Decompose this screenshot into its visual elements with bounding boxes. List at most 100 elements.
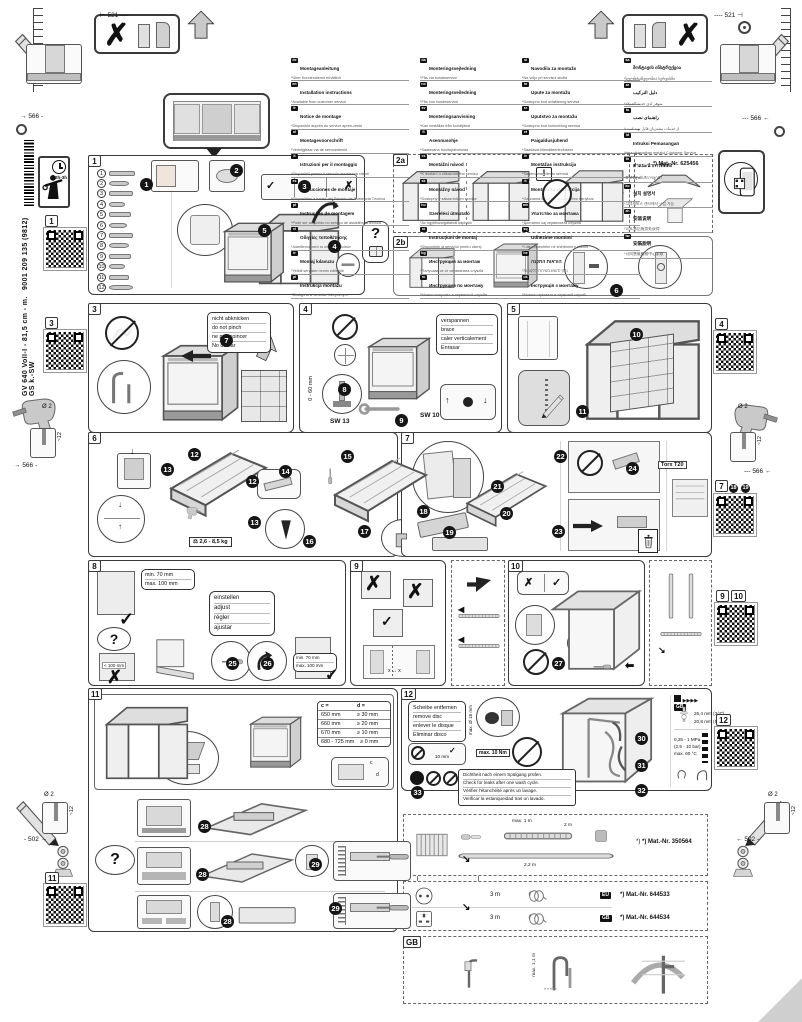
language-flag: nl: [291, 130, 298, 136]
qr-step-marker: 18: [729, 484, 738, 493]
level-adjust-inset: ↑ ↓: [440, 384, 496, 420]
step-5-label: 5: [507, 303, 520, 315]
language-entry: srUputstvo za montažu*Dostupno kod koris…: [522, 105, 640, 130]
language-flag: es: [291, 178, 298, 184]
qr-label-4: 4: [715, 318, 728, 330]
language-entry: ltMontavimo instrukcija*Gaunama iš klien…: [522, 178, 640, 203]
ruler-right: [781, 8, 791, 92]
language-entry: ruИнструкция по монтажу*Можно получить в…: [420, 275, 538, 299]
step1-detail-a: [151, 160, 199, 192]
step-marker: 26: [261, 657, 274, 670]
drill-diameter: Ø 2: [768, 792, 778, 798]
drill-diameter: Ø 2: [42, 404, 52, 410]
standpipe-drain-icon: [464, 959, 478, 988]
dw-plinth-side-illustration: [245, 703, 303, 787]
step-marker: 4: [328, 240, 341, 253]
open-door-illustration: [156, 639, 194, 680]
door-bad-sketch: < 100 mm: [99, 653, 135, 681]
arrow-up-icon: [186, 8, 216, 42]
language-entry: nlMontagevoorschrift*Verkrijgbaar via de…: [291, 130, 409, 154]
pilot-hole-sketch: [30, 428, 56, 458]
language-entry: idIntruksi Pemasangan*bisa didapatkan me…: [624, 133, 712, 157]
plinth-variant-b: [137, 847, 191, 885]
screw-in-detail: [265, 509, 305, 549]
language-flag: lv: [522, 154, 529, 160]
step-marker: 29: [309, 858, 322, 871]
step-2b-box: 2b: [393, 236, 713, 296]
arrow-up-icon: [586, 8, 616, 42]
pilot-hole-sketch: [730, 432, 756, 462]
door-ok-sketch: [97, 571, 135, 615]
power-cord-box: 3 m EU *) Mat.-Nr. 644533 3 m GB *) Mat.…: [403, 881, 708, 931]
hose-size-1: 26,4 mm (3/4"): [694, 711, 725, 716]
step-marker: 25: [226, 657, 239, 670]
language-flag: el: [291, 226, 298, 232]
language-entry: skMontážny návod*Dostupný v zákazníckom …: [420, 178, 538, 203]
language-entry: kaმონტაჟის ინსტრუქცია*ხელმისაწვდომია სერ…: [624, 57, 712, 83]
dim-521-right: ---- 521 ⊣: [714, 12, 743, 19]
dim-521-left: ⊢ 521 ----: [100, 12, 129, 19]
panel-top-inset: ↓: [117, 446, 151, 489]
torque-label: max. 10 Nm: [476, 749, 510, 757]
parts-row: 11: [97, 272, 167, 282]
radiator-icon: [412, 827, 452, 863]
wrench-size-10: SW 10: [420, 412, 440, 419]
gb-box-label: GB: [403, 936, 421, 948]
coupling-icon: [461, 834, 481, 840]
door-weight-label: ⚖ 2,6 - 8,5 kg: [189, 537, 232, 547]
language-entry: ptInstruções de montagem*Pode ser adquir…: [291, 202, 409, 227]
screw-point-detail: [564, 245, 608, 289]
corrugated-hose-icon: [488, 829, 588, 843]
parts-row: 5: [97, 210, 167, 220]
step-6-box: 6 ↓↑ ↓ ⚖ 2,6 - 8,5 kg: [88, 432, 398, 557]
step-marker: 33: [411, 786, 424, 799]
language-entry: mkУпатство за монтажа*Достапно кај серви…: [522, 202, 640, 227]
qr-code-step1: [43, 227, 87, 271]
step-9-box: 9 ✗ ✗ ✓ x ↔ x: [350, 560, 446, 686]
dim-d-label: d: [376, 772, 379, 778]
language-flag: hu: [420, 202, 427, 208]
step-marker: 17: [358, 525, 371, 538]
language-flag: zh: [624, 208, 631, 214]
plinth-cabinet-illustration: [101, 701, 193, 785]
wrong-right-inset: ✗ ✓: [517, 571, 569, 595]
tap-icon: [676, 705, 692, 723]
saw-ruler-inset-c: [333, 893, 411, 929]
step-marker: 6: [610, 284, 623, 297]
socket-eu-icon: [414, 886, 434, 906]
language-flag: ar: [624, 82, 631, 88]
step-marker: 10: [630, 328, 643, 341]
plinth-table-row: 670 mm≥ 10 mm: [318, 728, 390, 737]
no-overtighten-icon: [512, 737, 542, 767]
cord-length-eu: 3 m: [490, 892, 501, 898]
smartphone-icon: [732, 156, 762, 208]
qr-label-9: 9: [716, 590, 729, 602]
language-entry: huSzerelési útmutató*Az ügyfélszolgálatn…: [420, 202, 538, 227]
qr-label-10: 10: [731, 590, 746, 602]
page-fold-corner: [758, 978, 802, 1022]
hardware-icon: [109, 243, 129, 249]
step-marker: 27: [552, 657, 565, 670]
parts-row: 6: [97, 220, 167, 230]
language-flag: ro: [420, 226, 427, 232]
language-entry: csMontážní návod*K dostání u zákaznickéh…: [420, 154, 538, 178]
language-entry: esInstrucciones de montaje*Disponibles a…: [291, 178, 409, 203]
hardware-icon: [109, 253, 131, 259]
no-lean-icon: [577, 450, 603, 476]
language-flag: fa: [624, 107, 631, 113]
temp-spec: max. 60 °C: [674, 751, 697, 756]
parts-row: 3: [97, 189, 167, 199]
dim-566-left: → 566 -: [20, 113, 44, 120]
language-flag: pt: [291, 202, 298, 208]
language-entry: sqUdhëzime montimi*I disponueshëm në shë…: [522, 226, 640, 251]
language-entry: itIstruzioni per il montaggio*Disponibil…: [291, 154, 409, 178]
dim-502-left: - 502 →: [24, 836, 48, 843]
step-marker: 11: [576, 405, 589, 418]
qr-label-11: 11: [45, 872, 60, 884]
hook-detail: [381, 519, 425, 557]
door-front-view-top: [568, 441, 660, 493]
parts-row: 12: [97, 282, 167, 292]
